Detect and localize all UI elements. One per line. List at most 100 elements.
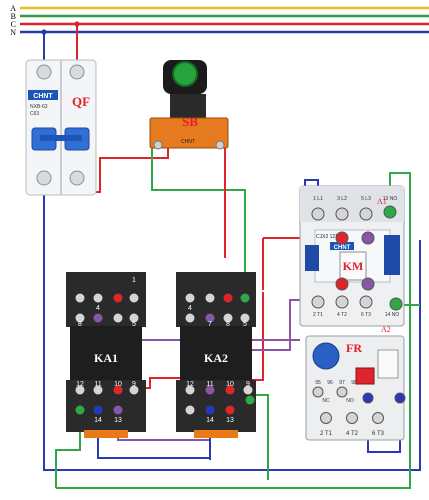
terminal xyxy=(245,395,255,405)
pushbutton-terminal-left xyxy=(153,140,163,150)
pushbutton-brand: CHNT xyxy=(181,139,195,145)
contactor-top-label-2: 3 L2 xyxy=(337,196,347,202)
overload-window xyxy=(377,349,399,379)
relay-ka2-num-top-1: 4 xyxy=(188,305,192,312)
terminal xyxy=(320,412,332,424)
overload-bottom-terminals xyxy=(320,412,384,424)
relay-ka1-num-bot-5: 14 xyxy=(94,417,102,424)
breaker-tag: QF xyxy=(72,94,90,109)
relay-ka2: 4 7 8 5 12 11 10 9 14 13 KA2 xyxy=(176,272,256,438)
overload-nc: NC xyxy=(322,398,330,404)
contactor-bottom-label-4: 14 NO xyxy=(385,312,400,318)
terminal xyxy=(205,293,215,303)
terminal xyxy=(205,405,215,415)
terminal xyxy=(243,385,253,395)
terminal xyxy=(361,231,375,245)
breaker-handle-bar xyxy=(40,135,82,141)
terminal xyxy=(362,392,374,404)
overload-bottom-label-3: 6 T3 xyxy=(372,431,385,437)
relay-ka2-bottom-terminals xyxy=(185,385,255,415)
terminal xyxy=(75,313,85,323)
relay-ka1-bottom-terminals xyxy=(75,385,139,415)
terminal xyxy=(113,405,123,415)
overload-aux-95: 95 xyxy=(315,380,321,386)
breaker-model: NXB-63 xyxy=(30,104,48,110)
contactor-bottom-label-3: 6 T3 xyxy=(361,312,371,318)
relay-ka1-body xyxy=(70,326,142,381)
overload-no: NO xyxy=(346,398,354,404)
contactor-coil-a1: A1 xyxy=(377,197,387,206)
pushbutton-collar xyxy=(170,94,206,118)
breaker-brand-badge xyxy=(28,90,58,100)
contactor-top-label-3: 5 L3 xyxy=(361,196,371,202)
terminal xyxy=(389,297,403,311)
terminal xyxy=(311,207,325,221)
relay-ka2-num-bot-1: 12 xyxy=(186,381,194,388)
contactor-coil-a2: A2 xyxy=(381,325,391,334)
relay-ka1-foot xyxy=(84,430,128,438)
contactor-brand: CHNT xyxy=(334,245,351,251)
relay-ka1-num-bot-2: 11 xyxy=(94,381,101,388)
terminal xyxy=(185,293,195,303)
contactor: CHNT CJX2 1210 1 L1 3 L2 5 L3 13 NO A1 A… xyxy=(299,185,405,334)
breaker-brand: CHNT xyxy=(33,93,53,100)
contactor-bottom-label-2: 4 T2 xyxy=(337,312,347,318)
pushbutton-tag: SB xyxy=(182,114,198,129)
contactor-top-label-1: 1 L1 xyxy=(313,196,323,202)
breaker-screw-bottom-left xyxy=(36,170,52,186)
relay-ka2-num-bot-2: 11 xyxy=(206,381,213,388)
relay-ka2-num-bot-4: 9 xyxy=(246,381,250,388)
relay-ka2-num-bot-5: 14 xyxy=(206,417,214,424)
terminal xyxy=(75,405,85,415)
terminal xyxy=(335,277,349,291)
relay-ka1: 1 4 8 5 12 11 10 9 14 13 KA1 xyxy=(66,272,146,438)
terminal xyxy=(93,405,103,415)
terminal xyxy=(335,231,349,245)
relay-ka2-num-top-2: 7 xyxy=(208,321,212,328)
terminal xyxy=(113,385,123,395)
contactor-window xyxy=(339,251,367,281)
wire-green-ka2 xyxy=(252,394,269,480)
pushbutton-cap[interactable] xyxy=(172,61,198,87)
terminal xyxy=(129,293,139,303)
breaker-screw-bottom-right xyxy=(69,170,85,186)
terminal xyxy=(185,385,195,395)
terminal xyxy=(346,412,358,424)
contactor-side-left xyxy=(305,245,319,271)
overload-tag: FR xyxy=(346,341,362,355)
contactor-top-label-4: 13 NO xyxy=(383,196,398,202)
terminal xyxy=(205,385,215,395)
terminal xyxy=(93,313,103,323)
relay-ka1-num-top-4: 5 xyxy=(132,321,136,328)
bus-b-label: B xyxy=(11,12,16,21)
terminal xyxy=(359,295,373,309)
relay-ka1-num-bot-1: 12 xyxy=(76,381,84,388)
pushbutton: CHNT SB xyxy=(149,60,229,150)
terminal xyxy=(129,385,139,395)
overload-reset-button[interactable] xyxy=(355,367,375,385)
relay-ka1-num-top-3: 8 xyxy=(78,321,82,328)
terminal xyxy=(129,313,139,323)
relay-ka2-num-top-3: 8 xyxy=(226,321,230,328)
breaker-screw-top-right xyxy=(69,64,85,80)
wire-green-outer xyxy=(56,172,411,489)
wire-blue-main xyxy=(43,178,421,471)
overload-dial[interactable] xyxy=(312,342,340,370)
terminal xyxy=(394,392,406,404)
terminal xyxy=(113,293,123,303)
terminal xyxy=(225,385,235,395)
terminal xyxy=(205,313,215,323)
overload-aux-98: 98 xyxy=(351,380,357,386)
terminal xyxy=(240,313,250,323)
relay-ka1-num-top-2: 4 xyxy=(96,305,100,312)
terminal xyxy=(311,295,325,309)
terminal xyxy=(93,293,103,303)
terminal xyxy=(372,412,384,424)
contactor-brand-badge xyxy=(330,242,354,250)
terminal xyxy=(223,293,233,303)
relay-ka1-tag: KA1 xyxy=(94,351,118,365)
terminal xyxy=(113,313,123,323)
terminal xyxy=(75,385,85,395)
contactor-bottom-terminals xyxy=(311,277,403,311)
